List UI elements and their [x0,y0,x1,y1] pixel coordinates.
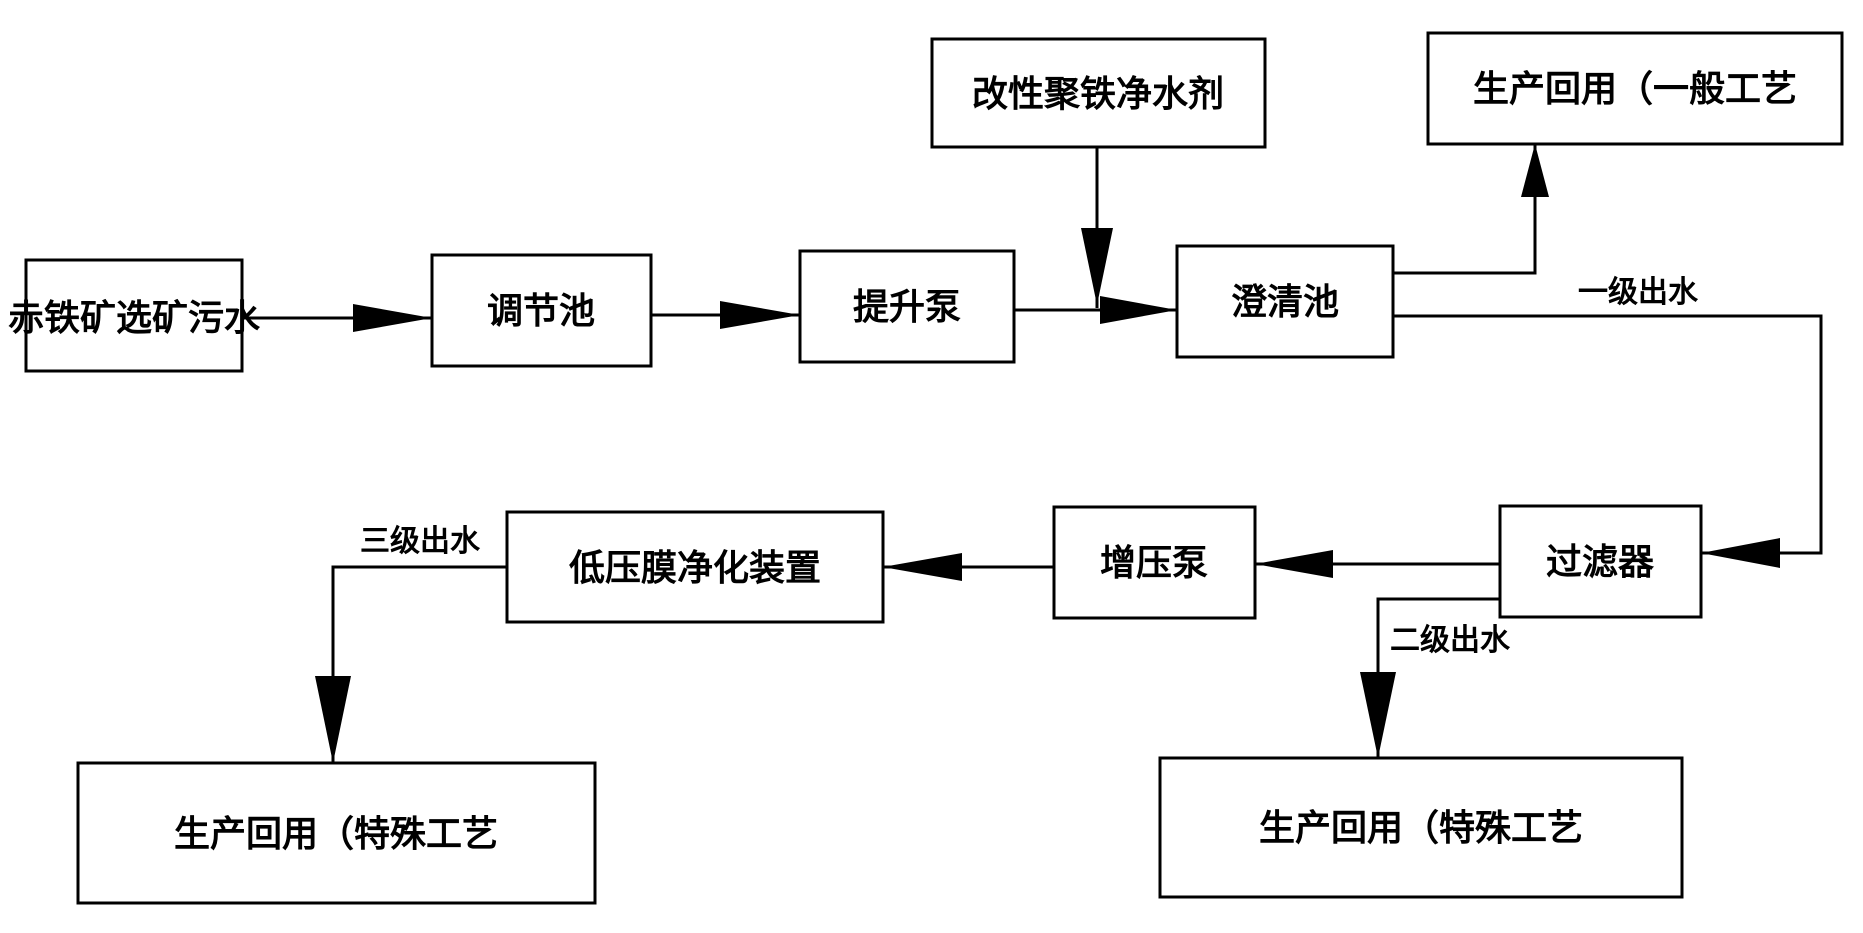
regulating-tank-label: 调节池 [487,291,595,332]
arrowhead-left [1255,550,1333,578]
edge-agent-to-flow [1081,147,1113,308]
arrowhead-left [1701,538,1780,568]
agent-box [930,37,1267,149]
clarifier-box [1175,244,1395,359]
node-reuse-general: 生产回用（一般工艺 [1426,31,1844,146]
node-membrane-unit: 低压膜净化装置 [505,510,885,624]
edge-lift-to-clarifier [1014,296,1177,324]
tertiary-effluent-label: 三级出水 [360,524,481,559]
edge-filter-to-booster [1255,550,1500,578]
filter-box [1498,504,1703,619]
reuse-general-box [1426,31,1844,146]
arrowhead-left [883,553,962,581]
lift-pump-label: 提升泵 [853,287,961,328]
node-reuse-special-right: 生产回用（特殊工艺 [1158,756,1684,899]
arrowhead-down [315,676,351,763]
edge-source-to-regulating [242,304,432,332]
booster-pump-label: 增压泵 [1100,543,1208,584]
edge-clarifier-to-reuse-general [1393,144,1549,275]
edge-clarifier-to-filter: 一级出水 [1393,275,1823,568]
reuse-special-right-label: 生产回用（特殊工艺 [1259,808,1583,849]
arrowhead-down [1360,672,1396,758]
arrowhead-up [1521,144,1549,197]
arrowhead-right [720,301,800,329]
node-booster-pump: 增压泵 [1052,505,1257,620]
connector-line [331,565,507,763]
lift-pump-box [798,249,1016,364]
arrowhead-down [1081,228,1113,305]
connector-line [1393,144,1537,275]
edge-booster-to-membrane [883,553,1054,581]
node-clarifier: 澄清池 [1175,244,1395,359]
source-label: 赤铁矿选矿污水 [8,298,261,339]
node-agent: 改性聚铁净水剂 [930,37,1267,149]
filter-label: 过滤器 [1546,542,1655,583]
reuse-special-left-box [76,761,597,905]
node-lift-pump: 提升泵 [798,249,1016,364]
regulating-tank-box [430,253,653,368]
booster-pump-box [1052,505,1257,620]
reuse-general-label: 生产回用（一般工艺 [1473,69,1797,110]
agent-label: 改性聚铁净水剂 [972,74,1224,115]
edge-regulating-to-lift [651,301,800,329]
reuse-special-left-label: 生产回用（特殊工艺 [174,814,498,855]
node-filter: 过滤器 [1498,504,1703,619]
clarifier-label: 澄清池 [1231,282,1339,323]
arrowhead-right [353,304,432,332]
arrowhead-right [1100,296,1177,324]
reuse-special-right-box [1158,756,1684,899]
source-box [24,258,244,373]
edge-filter-to-reuse-special-right: 二级出水 [1360,597,1511,758]
edge-membrane-to-reuse-special-left: 三级出水 [315,524,507,763]
primary-effluent-label: 一级出水 [1578,275,1699,310]
membrane-unit-label: 低压膜净化装置 [569,548,821,589]
secondary-effluent-label: 二级出水 [1390,623,1511,658]
node-reuse-special-left: 生产回用（特殊工艺 [76,761,597,905]
node-source: 赤铁矿选矿污水 [8,258,261,373]
node-regulating-tank: 调节池 [430,253,653,368]
